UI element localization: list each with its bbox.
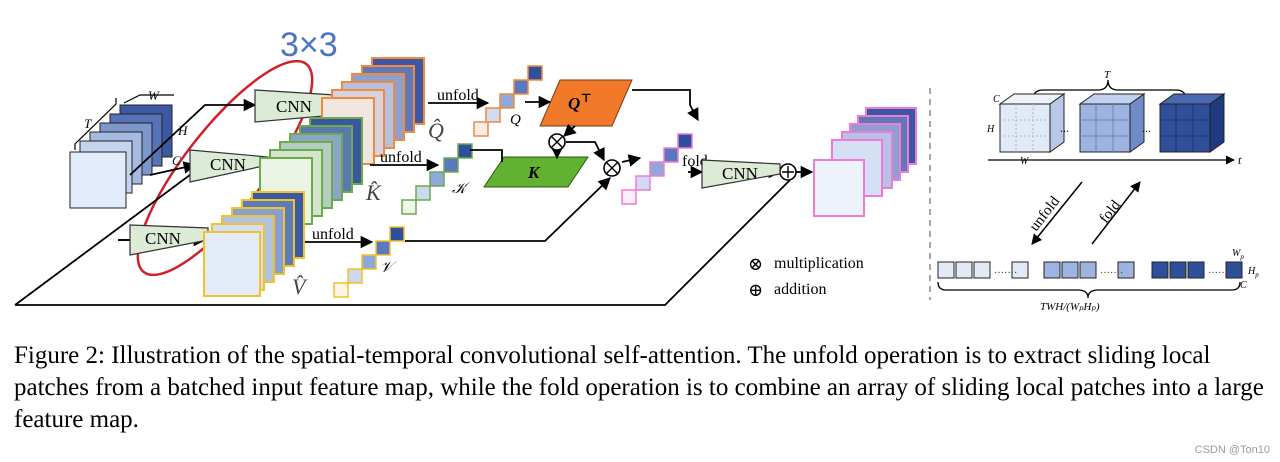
legend-mult-label: multiplication [774, 255, 864, 272]
unfold-k-label: unfold [380, 149, 422, 166]
unfold-q-label: unfold [437, 87, 479, 104]
input-feature-stack [69, 94, 174, 209]
attention-diagram: 3×3 W H T C CNN CNN CNN [14, 26, 1259, 313]
q-vector-label: Q [510, 112, 521, 128]
unfold-v-label: unfold [312, 226, 354, 243]
t-brace-label: T [1104, 69, 1111, 81]
legend: ⊗ multiplication ⊕ addition [748, 254, 864, 300]
k-vector-label: 𝒦 [452, 181, 471, 197]
cube-ellipsis-1: ... [1060, 121, 1069, 135]
patch-wp-label: Wp [1232, 248, 1244, 261]
unfold-arrow [1031, 181, 1083, 245]
input-h-label: H [177, 123, 188, 138]
input-t-label: T [84, 116, 92, 131]
patch-dots-3: ······· [1208, 268, 1231, 279]
cnn-k-label: CNN [210, 155, 246, 174]
cube-dark [1158, 93, 1226, 153]
patch-count-label: TWH/(WₚHₚ) [1040, 301, 1100, 313]
cnn-q-label: CNN [276, 97, 312, 116]
cnn-output-block [701, 159, 781, 189]
patch-dots-1: ······· [994, 268, 1017, 279]
right-fold-label: fold [1097, 197, 1125, 226]
v-patch-vector [333, 226, 405, 298]
fold-arrow [1091, 181, 1141, 245]
legend-add-label: addition [774, 281, 826, 298]
kernel-size-label: 3×3 [280, 26, 338, 64]
figure-caption: Figure 2: Illustration of the spatial-te… [14, 342, 1264, 433]
patch-c-label: C [1240, 280, 1247, 291]
q-hat-label: Q̂ [428, 118, 444, 143]
cube-c-label: C [993, 94, 1000, 105]
fold-label: fold [682, 153, 708, 170]
patch-hp-label: Hp [1247, 266, 1259, 279]
k-hat-label: K̂ [365, 180, 382, 205]
q-patch-vector [473, 65, 543, 137]
legend-add-symbol: ⊕ [748, 280, 763, 300]
t-axis-label: t [1238, 153, 1242, 167]
patch-dots-2: ······· [1100, 268, 1123, 279]
legend-mult-symbol: ⊗ [748, 254, 763, 274]
cnn-output-label: CNN [722, 164, 758, 183]
cube-w-label: W [1020, 156, 1030, 167]
q-transpose-label: Q⊤ [568, 91, 592, 113]
input-c-label: C [172, 153, 181, 168]
output-patch-vector [621, 133, 693, 205]
cnn-v-label: CNN [145, 229, 181, 248]
cube-mid [1078, 93, 1146, 153]
v-hat-label: V̂ [292, 274, 308, 299]
k-patch-vector [401, 143, 473, 215]
attention-flow-lines [405, 89, 814, 242]
v-vector-label: 𝒱 [380, 260, 397, 276]
right-panel: T ... ... C H W t [937, 69, 1259, 313]
q-transpose-box [539, 79, 633, 127]
k-hat-feature-stack [259, 117, 363, 225]
cube-h-label: H [986, 124, 995, 135]
input-w-label: W [148, 88, 160, 103]
t-brace [1032, 79, 1187, 101]
patch-row [937, 261, 1243, 279]
watermark: CSDN @Ton10 [1194, 444, 1270, 456]
output-feature-stack [813, 107, 917, 217]
k-matrix-label: K [527, 163, 541, 182]
v-hat-feature-stack [203, 191, 305, 297]
count-brace [937, 281, 1241, 299]
cube-light [998, 93, 1066, 153]
cube-ellipsis-2: ... [1142, 121, 1151, 135]
